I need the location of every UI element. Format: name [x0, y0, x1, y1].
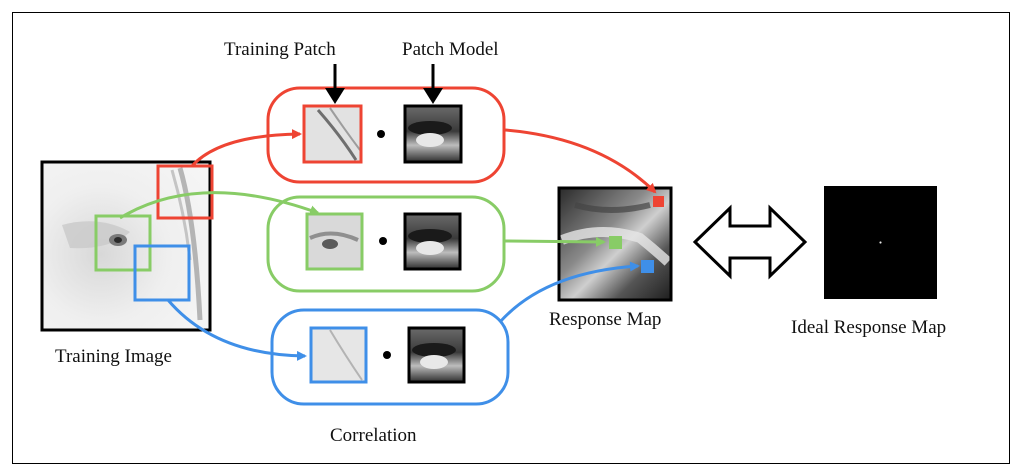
down-arrow-icon	[423, 64, 443, 104]
arrow-red-to-patch	[190, 129, 302, 168]
label-training-patch: Training Patch	[224, 39, 336, 60]
training-patch-green	[305, 212, 364, 271]
double-headed-arrow-icon	[692, 204, 808, 280]
label-correlation: Correlation	[330, 425, 417, 446]
arrow-green-to-response	[504, 236, 606, 247]
dot-operator	[383, 351, 391, 359]
patch-model-3	[407, 326, 466, 384]
label-patch-model: Patch Model	[402, 39, 499, 60]
dot-operator	[379, 237, 387, 245]
dot-operator	[377, 130, 385, 138]
figure-border	[12, 12, 1010, 464]
ideal-response-map	[824, 186, 937, 299]
down-arrow-icon	[325, 64, 345, 104]
patch-model-1	[403, 104, 463, 164]
arrow-green-to-patch	[119, 191, 320, 220]
response-marker-blue	[641, 260, 654, 273]
correlation-box-green	[266, 195, 506, 293]
correlation-box-blue	[270, 308, 510, 406]
arrow-red-to-response	[504, 128, 657, 194]
arrow-blue-to-response	[498, 261, 640, 324]
response-marker-red	[653, 196, 664, 207]
training-patch-red	[302, 104, 363, 164]
label-response-map: Response Map	[549, 309, 662, 330]
label-training-image: Training Image	[55, 346, 172, 367]
response-marker-green	[609, 236, 622, 249]
patch-model-2	[403, 212, 462, 271]
training-patch-blue	[309, 326, 368, 384]
blue-patch-box	[133, 244, 191, 302]
label-ideal-response-map: Ideal Response Map	[791, 317, 947, 338]
arrow-blue-to-patch	[166, 299, 307, 361]
